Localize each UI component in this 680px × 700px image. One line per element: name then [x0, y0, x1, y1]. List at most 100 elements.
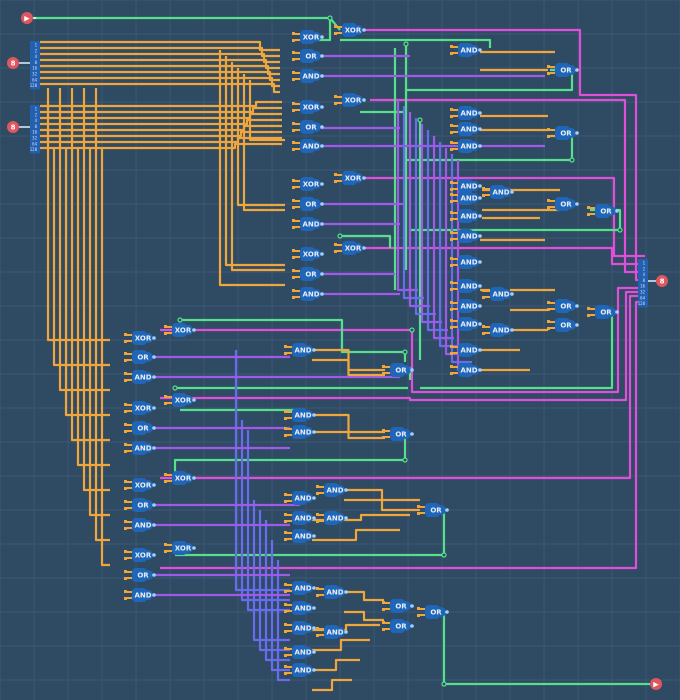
input-b-port[interactable]: 8 [7, 121, 19, 133]
gate-and-lookahead-8[interactable]: AND [482, 185, 514, 199]
gate-and-upper-11[interactable]: AND [292, 287, 324, 301]
gate-and-lower-0[interactable]: AND [284, 343, 316, 357]
gate-pin [334, 250, 337, 253]
gate-xor-lower-0[interactable]: XOR [124, 331, 156, 345]
gate-output-bulb [303, 647, 313, 657]
gate-xor-upper-3[interactable]: XOR [292, 100, 324, 114]
gate-xor-sum-4[interactable]: XOR [164, 323, 196, 337]
gate-and-lookahead-13[interactable]: AND [450, 363, 482, 377]
gate-and-upper-5[interactable]: AND [292, 139, 324, 153]
gate-or-carry-9[interactable]: OR [417, 503, 449, 517]
gate-and-lookahead-12[interactable]: AND [450, 343, 482, 357]
gate-body [555, 318, 570, 332]
gate-xor-lower-9[interactable]: XOR [124, 548, 156, 562]
gate-and-lower-6[interactable]: AND [284, 529, 316, 543]
gate-and-lower-1[interactable]: AND [284, 408, 316, 422]
gate-and-lower-5[interactable]: AND [124, 441, 156, 455]
gate-and-lookahead-11[interactable]: AND [450, 317, 482, 331]
gate-xor-sum-0[interactable]: XOR [334, 23, 366, 37]
carry-out-port[interactable]: ▶ [650, 678, 662, 690]
input-a-port[interactable]: 8 [7, 57, 19, 69]
gate-or-lower-7[interactable]: OR [124, 498, 156, 512]
gate-and-lower-11[interactable]: AND [124, 588, 156, 602]
gate-and-lower-11[interactable]: AND [284, 645, 316, 659]
gate-xor-sum-6[interactable]: XOR [164, 471, 196, 485]
gate-or-carry-12[interactable]: OR [417, 605, 449, 619]
gate-and-lookahead-16[interactable]: AND [450, 255, 482, 269]
gate-or-carry-5[interactable]: OR [547, 318, 579, 332]
gate-xor-lower-6[interactable]: XOR [124, 478, 156, 492]
gate-and-lower-2[interactable]: AND [284, 425, 316, 439]
gate-and-lookahead-2[interactable]: AND [450, 122, 482, 136]
gate-body [342, 171, 357, 185]
gate-or-carry-3[interactable]: OR [587, 204, 619, 218]
gate-or-carry-1[interactable]: OR [547, 126, 579, 140]
gate-xor-sum-1[interactable]: XOR [334, 93, 366, 107]
gate-xor-upper-0[interactable]: XOR [292, 30, 324, 44]
gate-output-bulb [311, 249, 321, 259]
gate-and-lookahead-1[interactable]: AND [450, 106, 482, 120]
gate-or-upper-10[interactable]: OR [292, 267, 324, 281]
gate-and-lower-4[interactable]: AND [284, 491, 316, 505]
gate-xor-sum-5[interactable]: XOR [164, 393, 196, 407]
gate-pin [284, 410, 287, 413]
gate-or-carry-10[interactable]: OR [382, 599, 414, 613]
gate-and-lower-9[interactable]: AND [284, 601, 316, 615]
stage-wire-lower [312, 678, 352, 692]
gate-and-lookahead-5[interactable]: AND [450, 191, 482, 205]
gate-output-pin [320, 272, 324, 276]
gate-or-carry-2[interactable]: OR [547, 197, 579, 211]
carry-in-port[interactable]: ▶ [21, 12, 33, 24]
gate-body [342, 93, 357, 107]
gate-or-carry-0[interactable]: OR [547, 63, 579, 77]
gate-xor-upper-9[interactable]: XOR [292, 247, 324, 261]
gate-and-lower-7[interactable]: AND [316, 511, 348, 525]
gate-and-lower-2[interactable]: AND [124, 370, 156, 384]
gate-or-lower-4[interactable]: OR [124, 421, 156, 435]
gate-and-lookahead-9[interactable]: AND [450, 279, 482, 293]
gate-and-lower-12[interactable]: AND [284, 663, 316, 677]
gate-or-carry-8[interactable]: OR [382, 427, 414, 441]
gate-and-lookahead-10[interactable]: AND [450, 299, 482, 313]
gate-or-upper-4[interactable]: OR [292, 120, 324, 134]
gate-and-lower-3[interactable]: AND [316, 483, 348, 497]
gate-xor-sum-3[interactable]: XOR [334, 241, 366, 255]
gate-and-lookahead-4[interactable]: AND [450, 179, 482, 193]
gate-and-lookahead-14[interactable]: AND [482, 287, 514, 301]
gate-and-lower-10[interactable]: AND [284, 621, 316, 635]
gate-and-upper-8[interactable]: AND [292, 217, 324, 231]
gate-or-carry-11[interactable]: OR [382, 619, 414, 633]
gate-or-lower-10[interactable]: OR [124, 568, 156, 582]
gate-and-lower-8[interactable]: AND [124, 518, 156, 532]
gate-and-lower-5[interactable]: AND [284, 511, 316, 525]
gate-or-carry-4[interactable]: OR [547, 299, 579, 313]
gate-xor-sum-2[interactable]: XOR [334, 171, 366, 185]
gate-and-lookahead-0[interactable]: AND [450, 43, 482, 57]
output-sum-port[interactable]: 8 [656, 275, 668, 287]
gate-or-carry-6[interactable]: OR [587, 305, 619, 319]
gate-and-lower-13[interactable]: AND [316, 585, 348, 599]
gate-and-lower-14[interactable]: AND [316, 625, 348, 639]
gate-and-lookahead-15[interactable]: AND [482, 323, 514, 337]
gate-or-carry-7[interactable]: OR [382, 363, 414, 377]
gate-and-lookahead-3[interactable]: AND [450, 139, 482, 153]
gate-and-lookahead-7[interactable]: AND [450, 229, 482, 243]
gate-xor-lower-3[interactable]: XOR [124, 401, 156, 415]
carry-wire [173, 434, 407, 478]
gate-and-lookahead-6[interactable]: AND [450, 209, 482, 223]
gate-or-lower-1[interactable]: OR [124, 350, 156, 364]
bus-bit-label: 16 [640, 284, 645, 289]
gate-or-upper-7[interactable]: OR [292, 197, 324, 211]
gate-or-upper-1[interactable]: OR [292, 49, 324, 63]
gate-and-lower-8[interactable]: AND [284, 581, 316, 595]
gate-body [132, 478, 147, 492]
gate-xor-sum-7[interactable]: XOR [164, 541, 196, 555]
gate-xor-upper-6[interactable]: XOR [292, 177, 324, 191]
gate-and-upper-2[interactable]: AND [292, 69, 324, 83]
gate-pin [284, 493, 287, 496]
